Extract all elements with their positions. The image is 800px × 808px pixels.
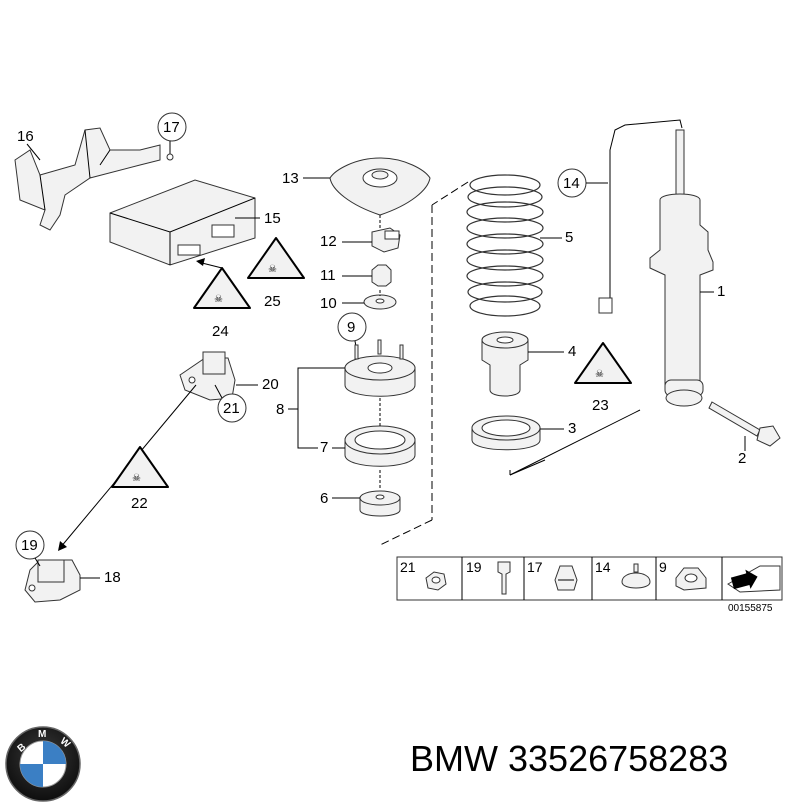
svg-text:☠: ☠ — [214, 294, 223, 305]
callout-8-bracket — [297, 367, 345, 449]
callout-21: 21 — [223, 400, 240, 417]
warning-triangle-22: ☠ — [111, 446, 169, 488]
callout-circle-19 — [15, 530, 45, 560]
callout-circle-21 — [217, 393, 247, 423]
fastener-legend: 21 19 17 14 9 — [396, 556, 783, 601]
callout-13: 13 — [282, 170, 299, 187]
brand-name: BMW — [410, 738, 498, 779]
callout-4: 4 — [568, 343, 576, 360]
sensor-18 — [24, 559, 81, 603]
bracket-16 — [14, 127, 161, 231]
callout-15: 15 — [264, 210, 281, 227]
svg-text:M: M — [38, 729, 46, 740]
coil-spring-5 — [466, 174, 544, 317]
callout-2: 2 — [738, 450, 746, 467]
callout-17: 17 — [163, 119, 180, 136]
ring-3 — [471, 415, 541, 451]
sensor-bracket-20 — [179, 351, 236, 401]
callout-16: 16 — [17, 128, 34, 145]
warning-triangle-23: ☠ — [574, 342, 632, 384]
callout-24: 24 — [212, 323, 229, 340]
callout-20: 20 — [262, 376, 279, 393]
callout-18: 18 — [104, 569, 121, 586]
part-number: 33526758283 — [508, 738, 729, 779]
callout-circle-9 — [337, 312, 367, 342]
legend-label-17: 17 — [527, 559, 543, 575]
control-unit-15 — [109, 179, 256, 266]
callout-8: 8 — [276, 401, 284, 418]
callout-25: 25 — [264, 293, 281, 310]
washer-10 — [363, 294, 397, 310]
brand-part-number: BMW 33526758283 — [410, 738, 728, 780]
bump-stop-4 — [481, 331, 529, 397]
clip-12 — [371, 227, 401, 253]
callout-12: 12 — [320, 233, 337, 250]
support-bearing-8 — [344, 339, 416, 397]
bump-11 — [371, 264, 392, 287]
diagram-code: 00155875 — [728, 603, 773, 614]
callout-19: 19 — [21, 537, 38, 554]
strut-mount-13 — [329, 157, 431, 216]
callout-circle-17 — [157, 112, 187, 142]
legend-label-21: 21 — [400, 559, 416, 575]
pad-6 — [359, 490, 401, 517]
callout-7: 7 — [320, 439, 328, 456]
warning-triangle-25: ☠ — [247, 237, 305, 279]
legend-label-9: 9 — [659, 559, 667, 575]
bolt-2 — [708, 401, 781, 447]
callout-22: 22 — [131, 495, 148, 512]
bmw-logo: B M W — [4, 725, 82, 803]
callout-1: 1 — [717, 283, 725, 300]
callout-6: 6 — [320, 490, 328, 507]
svg-text:☠: ☠ — [268, 264, 277, 275]
callout-23: 23 — [592, 397, 609, 414]
svg-text:☠: ☠ — [595, 369, 604, 380]
callout-10: 10 — [320, 295, 337, 312]
warning-triangle-24: ☠ — [193, 267, 251, 309]
legend-label-14: 14 — [595, 559, 611, 575]
legend-label-19: 19 — [466, 559, 482, 575]
callout-5: 5 — [565, 229, 573, 246]
callout-11: 11 — [320, 267, 336, 284]
svg-text:☠: ☠ — [132, 473, 141, 484]
callout-14: 14 — [563, 175, 580, 192]
shock-absorber-1 — [649, 129, 714, 407]
ring-7 — [344, 425, 416, 467]
callout-9: 9 — [347, 319, 355, 336]
callout-3: 3 — [568, 420, 576, 437]
